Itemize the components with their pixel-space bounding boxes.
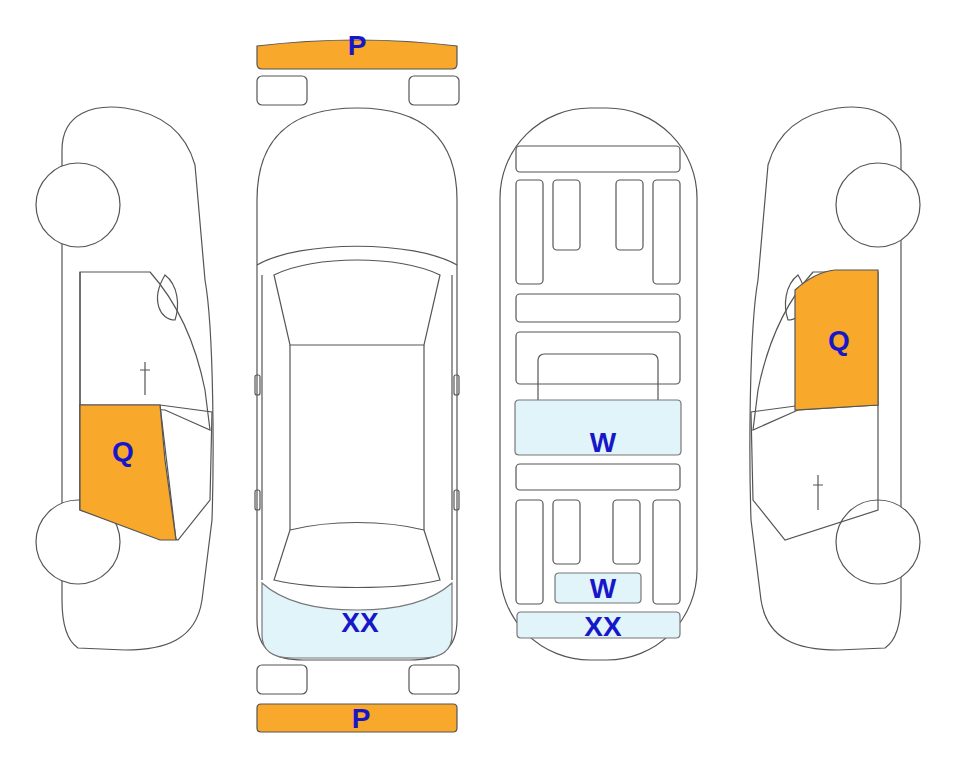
region-shape: [80, 405, 177, 541]
front-right-door: Q: [795, 270, 879, 411]
region-label: XX: [584, 613, 621, 641]
region-label: W: [590, 429, 616, 457]
region-label: P: [348, 32, 367, 60]
region-label: Q: [828, 327, 850, 355]
underbody-floor-panel: W: [515, 400, 681, 455]
left-side-car: [36, 107, 213, 650]
region-label: XX: [341, 609, 378, 637]
underbody-rear-bar: XX: [517, 612, 680, 638]
underbody-view: [500, 108, 697, 660]
rear-left-door: Q: [80, 405, 177, 541]
rear-bumper: P: [257, 704, 457, 732]
right-side-car: [750, 107, 920, 650]
region-label: P: [352, 705, 371, 733]
underbody-rear-panel: W: [555, 573, 641, 603]
trunk-rear-area: XX: [262, 583, 452, 658]
region-label: Q: [112, 438, 134, 466]
front-bumper: P: [257, 38, 457, 69]
top-view-car: [255, 76, 459, 694]
region-label: W: [590, 575, 616, 603]
